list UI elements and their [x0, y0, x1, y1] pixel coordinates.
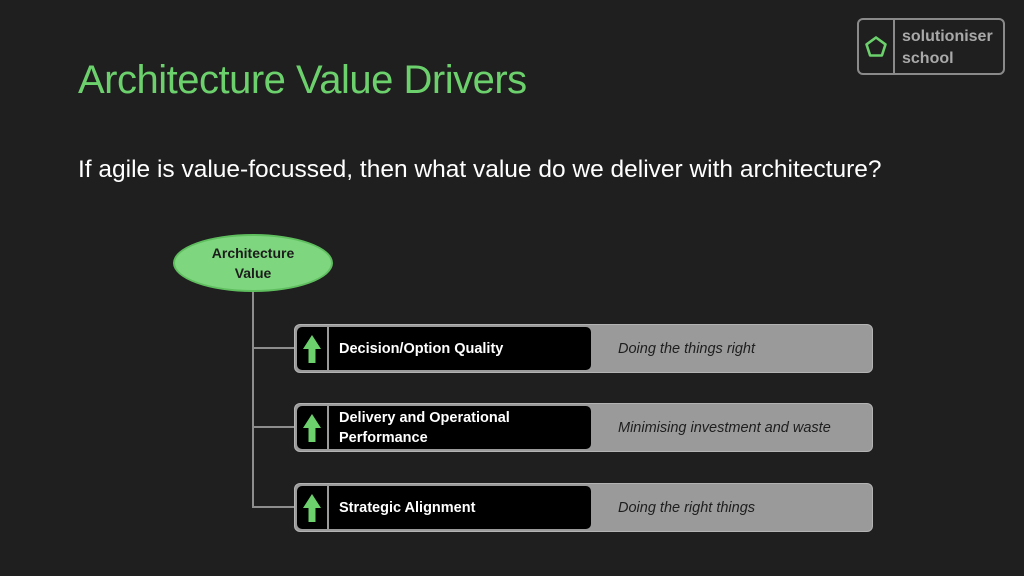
value-driver-description: Minimising investment and waste	[618, 419, 831, 436]
architecture-value-node: Architecture Value	[173, 234, 333, 292]
logo-line-1: solutioniser	[902, 28, 993, 45]
connector-trunk	[252, 292, 254, 508]
value-driver-description: Doing the right things	[618, 499, 756, 516]
value-driver-label: Delivery and Operational Performance	[339, 409, 510, 446]
value-driver-description: Doing the things right	[618, 340, 756, 357]
value-driver-label-box: Strategic Alignment	[297, 486, 591, 529]
value-driver-row: Delivery and Operational Performance Min…	[294, 403, 873, 452]
page-subtitle: If agile is value-focussed, then what va…	[78, 156, 882, 183]
connector-branch-1	[252, 347, 296, 349]
value-driver-label-box: Decision/Option Quality	[297, 327, 591, 370]
logo-line-2: school	[902, 50, 954, 67]
up-arrow-icon	[297, 406, 329, 449]
logo-text: solutioniser school	[895, 20, 1003, 73]
page-title: Architecture Value Drivers	[78, 58, 527, 102]
value-driver-label: Strategic Alignment	[339, 499, 476, 516]
connector-branch-2	[252, 426, 296, 428]
value-driver-row: Strategic Alignment Doing the right thin…	[294, 483, 873, 532]
value-driver-label-box: Delivery and Operational Performance	[297, 406, 591, 449]
connector-branch-3	[252, 506, 296, 508]
root-node-label: Architecture Value	[211, 245, 295, 281]
up-arrow-icon	[297, 486, 329, 529]
solutioniser-school-logo: solutioniser school	[857, 18, 1005, 75]
value-driver-label: Decision/Option Quality	[339, 340, 504, 357]
pentagon-icon	[859, 20, 895, 73]
up-arrow-icon	[297, 327, 329, 370]
value-driver-row: Decision/Option Quality Doing the things…	[294, 324, 873, 373]
